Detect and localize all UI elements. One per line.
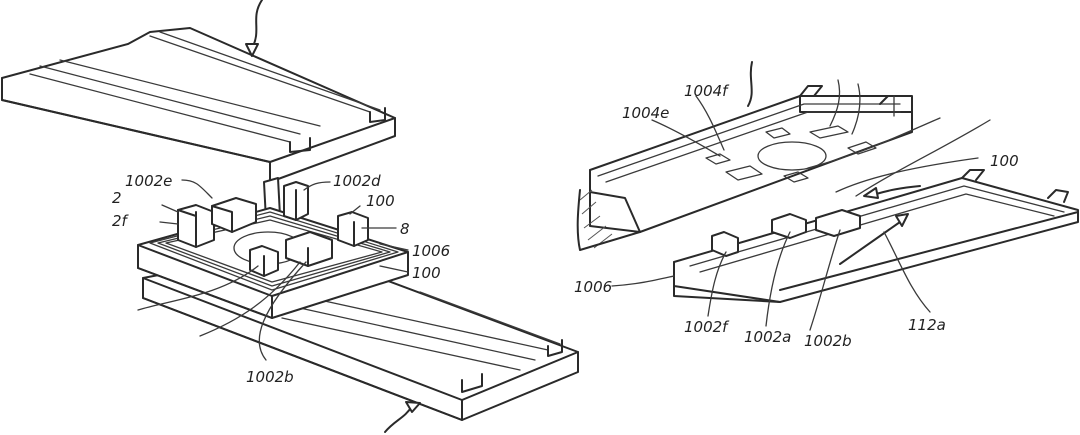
label-2f: 2f bbox=[112, 212, 130, 230]
label-1002e: 1002e bbox=[125, 172, 172, 190]
label-1002a: 1002a bbox=[744, 328, 791, 346]
label-1006-left: 1006 bbox=[412, 242, 450, 260]
label-1002f: 1002f bbox=[684, 318, 730, 336]
label-1004e: 1004e bbox=[622, 104, 669, 122]
label-100-b: 100 bbox=[412, 264, 441, 282]
left-chips bbox=[177, 181, 369, 277]
label-8: 8 bbox=[400, 220, 410, 238]
label-100-right: 100 bbox=[990, 152, 1019, 170]
right-exploded-view: 1004f 1004e 100 1006 1002f 1002a 1002b 1… bbox=[574, 61, 1079, 350]
left-leaders bbox=[137, 0, 421, 433]
label-2: 2 bbox=[112, 189, 122, 207]
left-top-cover bbox=[1, 27, 396, 183]
label-1006-right: 1006 bbox=[574, 278, 612, 296]
right-upper-board bbox=[576, 85, 913, 251]
label-100-a: 100 bbox=[366, 192, 395, 210]
label-1004f: 1004f bbox=[684, 82, 730, 100]
right-leaders bbox=[611, 61, 991, 331]
label-1002b-right: 1002b bbox=[804, 332, 852, 350]
label-1002d: 1002d bbox=[333, 172, 381, 190]
label-1002b-left: 1002b bbox=[246, 368, 294, 386]
label-112a: 112a bbox=[908, 316, 946, 334]
left-exploded-view: 2 1002e 1002d 2f 100 8 1006 100 1002b bbox=[1, 0, 579, 433]
